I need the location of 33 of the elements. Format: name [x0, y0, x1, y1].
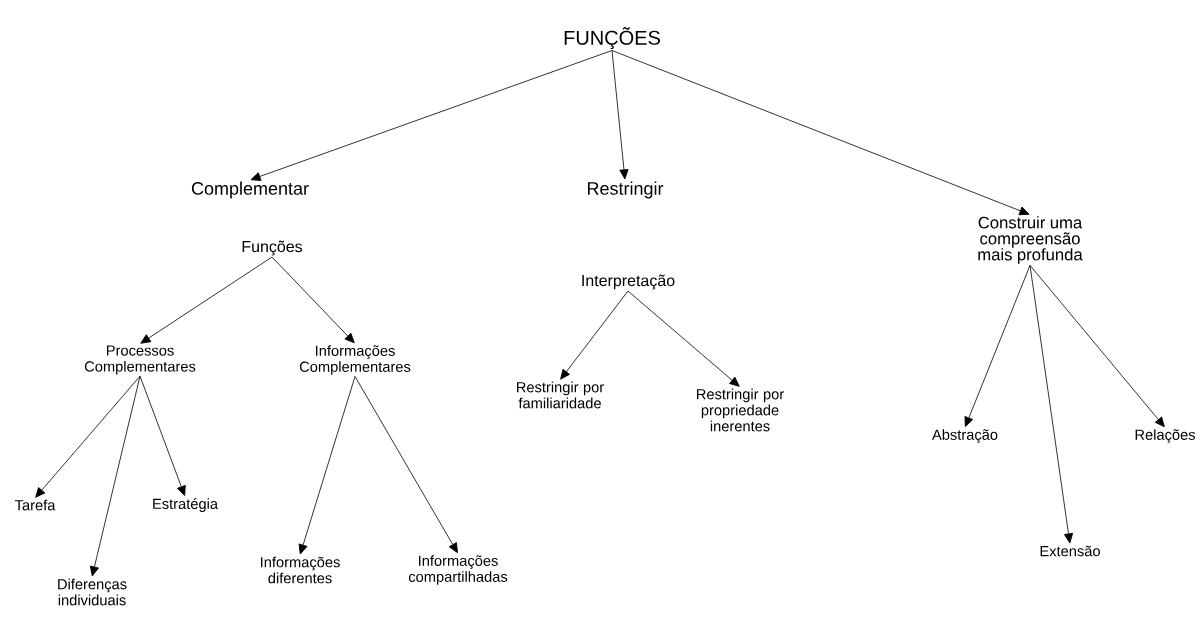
arrow	[35, 375, 141, 498]
arrow	[298, 376, 356, 555]
arrow	[627, 290, 740, 387]
arrow	[139, 375, 186, 496]
arrow	[250, 50, 613, 181]
arrow	[611, 50, 629, 180]
arrow	[1029, 264, 1074, 544]
concept-label: FUNÇÕES	[564, 27, 660, 49]
concept-label: Extensão	[1040, 545, 1100, 557]
concept-label: Processos Complementares	[84, 345, 196, 375]
arrow	[611, 50, 1030, 216]
concept-label: Diferenças individuais	[58, 578, 127, 606]
concept-label: Funções	[242, 240, 303, 256]
concept-label: Construir uma compreensão mais profunda	[978, 216, 1083, 264]
arrow	[1029, 264, 1165, 428]
concept-label: Informações compartilhadas	[408, 555, 508, 585]
arrow	[271, 256, 355, 344]
concept-label: Complementar	[191, 181, 309, 199]
concept-label: Abstração	[932, 429, 998, 443]
arrow	[964, 264, 1031, 427]
concept-label: Informações diferentes	[261, 556, 340, 584]
concept-label: Informações Complementares	[299, 345, 411, 375]
concept-label: Restringir por propriedade inerentes	[697, 388, 784, 432]
concept-label: Restringir	[588, 181, 664, 199]
concept-label: Estratégia	[153, 498, 218, 512]
concept-label: Tarefa	[14, 499, 56, 511]
arrow	[354, 376, 458, 554]
concept-label: Interpretação	[582, 274, 675, 290]
arrow	[140, 256, 273, 344]
concept-label: Restringir por familiaridade	[517, 381, 604, 409]
arrow	[560, 290, 629, 380]
concept-label: Relações	[1135, 429, 1195, 443]
arrow	[89, 375, 141, 577]
